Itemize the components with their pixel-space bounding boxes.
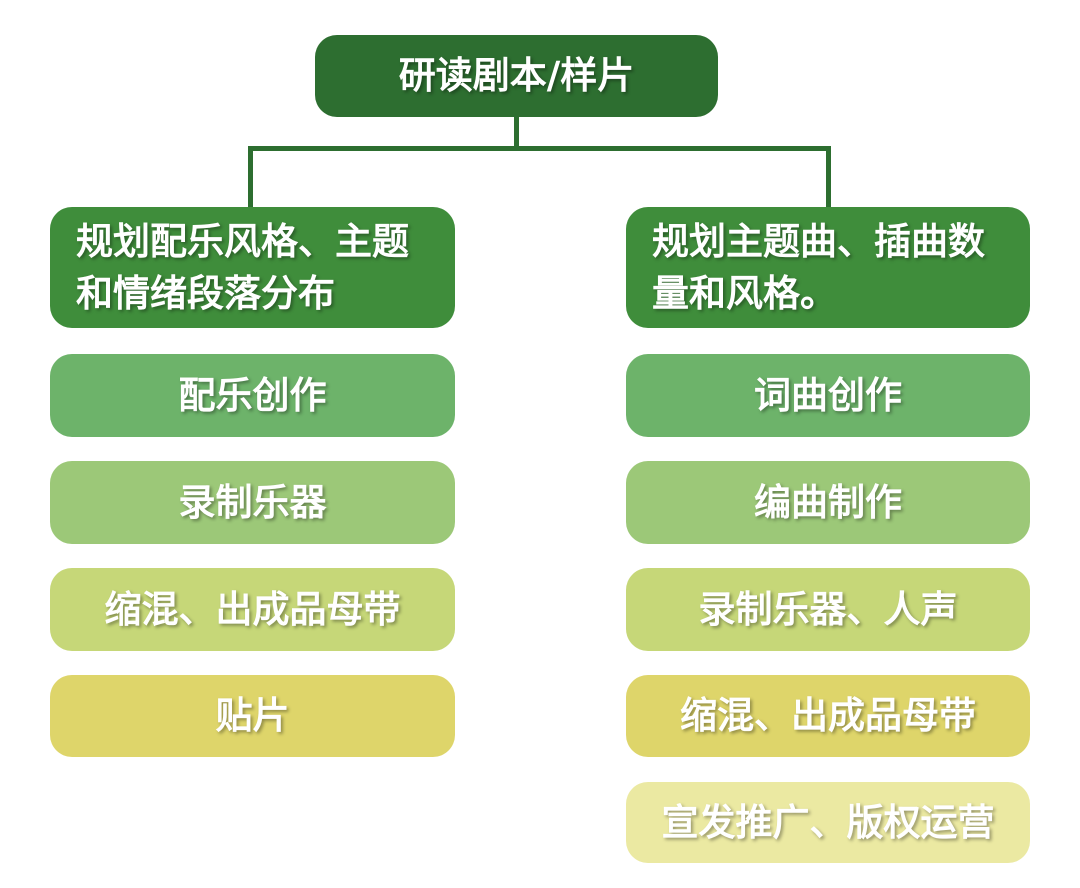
step-label: 录制乐器: [178, 480, 327, 524]
right-step-4: 缩混、出成品母带: [626, 675, 1030, 757]
step-label: 配乐创作: [178, 373, 327, 417]
right-step-2: 编曲制作: [626, 461, 1030, 544]
connector-right-down: [826, 146, 831, 208]
step-label: 词曲创作: [754, 373, 902, 417]
step-label: 宣发推广、版权运营: [661, 800, 995, 844]
step-label: 缩混、出成品母带: [680, 694, 976, 737]
root-label: 研读剧本/样片: [398, 54, 635, 97]
right-header-label: 规划主题曲、插曲数量和风格。: [652, 219, 985, 315]
right-step-1: 词曲创作: [626, 354, 1030, 437]
right-step-5: 宣发推广、版权运营: [626, 782, 1030, 863]
right-header-node: 规划主题曲、插曲数量和风格。: [626, 207, 1030, 328]
step-label: 贴片: [215, 694, 290, 737]
right-step-3: 录制乐器、人声: [626, 568, 1030, 651]
left-step-4: 贴片: [50, 675, 455, 757]
connector-horizontal: [248, 146, 831, 151]
step-label: 编曲制作: [754, 480, 902, 524]
left-step-1: 配乐创作: [50, 354, 455, 437]
connector-left-down: [248, 146, 253, 208]
left-header-node: 规划配乐风格、主题和情绪段落分布: [50, 207, 455, 328]
left-step-2: 录制乐器: [50, 461, 455, 544]
step-label: 缩混、出成品母带: [104, 587, 401, 631]
connector-root-down: [514, 116, 519, 150]
root-node: 研读剧本/样片: [315, 35, 718, 117]
step-label: 录制乐器、人声: [698, 587, 958, 631]
left-header-label: 规划配乐风格、主题和情绪段落分布: [76, 219, 409, 315]
left-step-3: 缩混、出成品母带: [50, 568, 455, 651]
